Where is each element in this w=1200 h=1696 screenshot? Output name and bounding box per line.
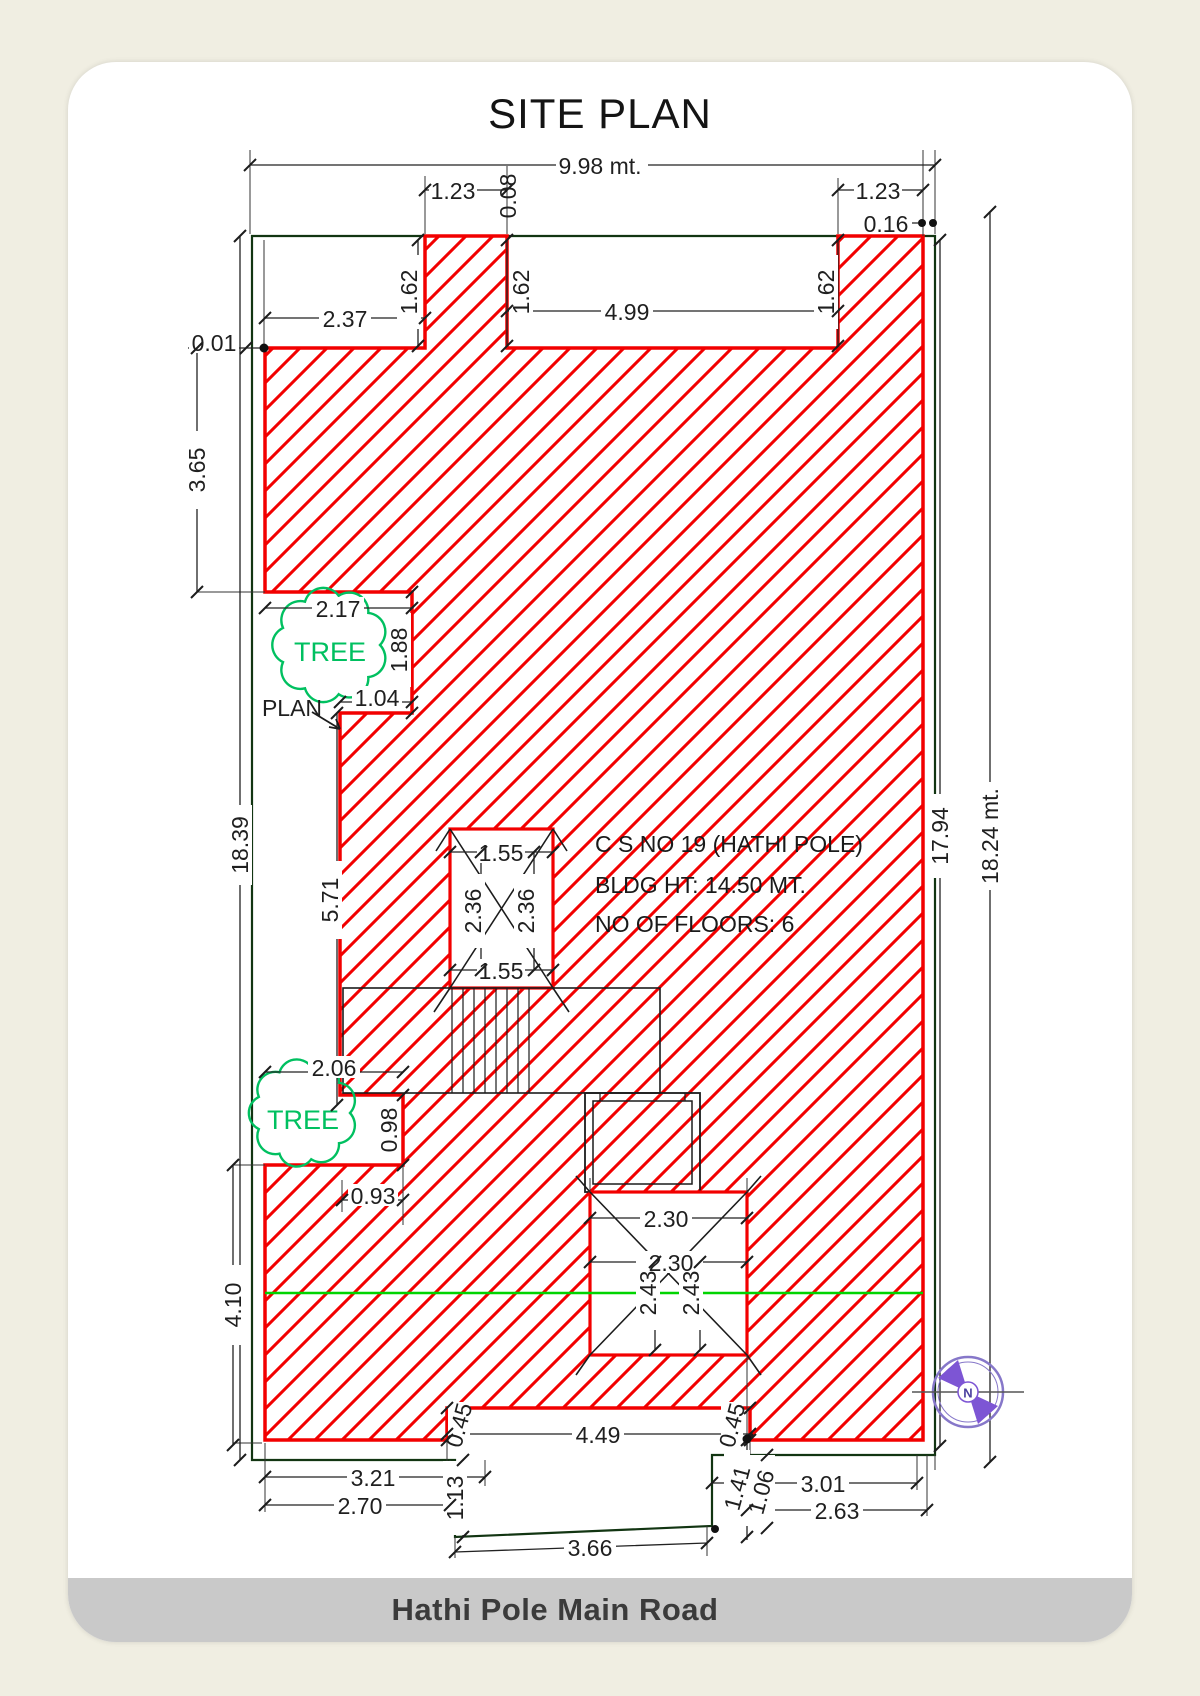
- dim-top-left-tab: 1.23: [431, 178, 476, 204]
- dim-bottom-r2: 2.63: [815, 1498, 860, 1524]
- dim-tree2-step: 0.93: [351, 1183, 396, 1209]
- dimension-ticks: [190, 158, 997, 1559]
- dim-stair-bottom: 1.55: [479, 958, 524, 984]
- dim-bottom-l1: 3.21: [351, 1465, 396, 1491]
- dim-tree2-depth: 0.98: [376, 1108, 402, 1153]
- dim-top-tab-gap: 0.08: [495, 174, 521, 219]
- dim-gap-depth: 1.62: [813, 270, 839, 315]
- dim-top-right-offset: 0.16: [864, 211, 909, 237]
- dim-stair-top: 1.55: [479, 840, 524, 866]
- road-label: Hathi Pole Main Road: [391, 1592, 719, 1627]
- note-floors: NO OF FLOORS: 6: [595, 911, 794, 937]
- dim-step-left: 1.13: [442, 1476, 468, 1521]
- dim-bottom-r1: 3.01: [801, 1471, 846, 1497]
- plan-label: PLAN: [262, 695, 322, 721]
- dim-tree1-depth: 1.88: [386, 628, 412, 673]
- dim-stair-left: 2.36: [460, 889, 486, 934]
- dim-left-total: 18.39: [227, 816, 253, 874]
- logo-pinwheel: [938, 1360, 998, 1424]
- dim-gap-width: 4.99: [605, 299, 650, 325]
- dim-lift-mid: 2.30: [649, 1250, 694, 1276]
- reference-dots: [259, 219, 937, 1533]
- north-logo: N: [912, 1355, 1024, 1429]
- dim-entrance: 3.66: [568, 1535, 613, 1561]
- page-title: SITE PLAN: [488, 90, 712, 137]
- dim-lift-left: 2.43: [635, 1271, 661, 1316]
- dim-right-inner: 17.94: [927, 807, 953, 865]
- tree2-label: TREE: [267, 1105, 339, 1135]
- dim-left-lower: 4.10: [220, 1283, 246, 1328]
- dim-left-mid: 5.71: [317, 878, 343, 923]
- dim-left-upper: 3.65: [184, 448, 210, 493]
- dim-top-right-tab: 1.23: [856, 178, 901, 204]
- plan-leader-arrow: [311, 711, 341, 730]
- note-cs-no: C S NO 19 (HATHI POLE): [595, 831, 863, 857]
- dim-bottom-l2: 2.70: [338, 1493, 383, 1519]
- staircase: [342, 987, 661, 1094]
- dim-tab-depth: 1.62: [508, 270, 534, 315]
- site-boundary: [250, 234, 937, 1539]
- dim-left-corner-offset: 0.01: [192, 330, 237, 356]
- dim-tree1-bottom: 1.04: [355, 685, 400, 711]
- dim-top-total: 9.98 mt.: [558, 153, 641, 179]
- dim-text-masks: [185, 153, 1002, 1559]
- dim-lift-top: 2.30: [644, 1206, 689, 1232]
- dim-tree2-width: 2.06: [312, 1055, 357, 1081]
- dim-notch-depth: 1.62: [396, 270, 422, 315]
- road-bar: Hathi Pole Main Road: [68, 1578, 1132, 1642]
- dim-right-total: 18.24 mt.: [977, 788, 1003, 884]
- logo-letter: N: [963, 1386, 972, 1401]
- dim-recess-width: 4.49: [576, 1422, 621, 1448]
- tree1-label: TREE: [294, 637, 366, 667]
- dim-tree1-width: 2.17: [316, 596, 361, 622]
- note-bldg-ht: BLDG HT: 14.50 MT.: [595, 872, 806, 898]
- dim-lift-right: 2.43: [678, 1271, 704, 1316]
- dim-notch-width: 2.37: [323, 306, 368, 332]
- dim-stair-right: 2.36: [513, 889, 539, 934]
